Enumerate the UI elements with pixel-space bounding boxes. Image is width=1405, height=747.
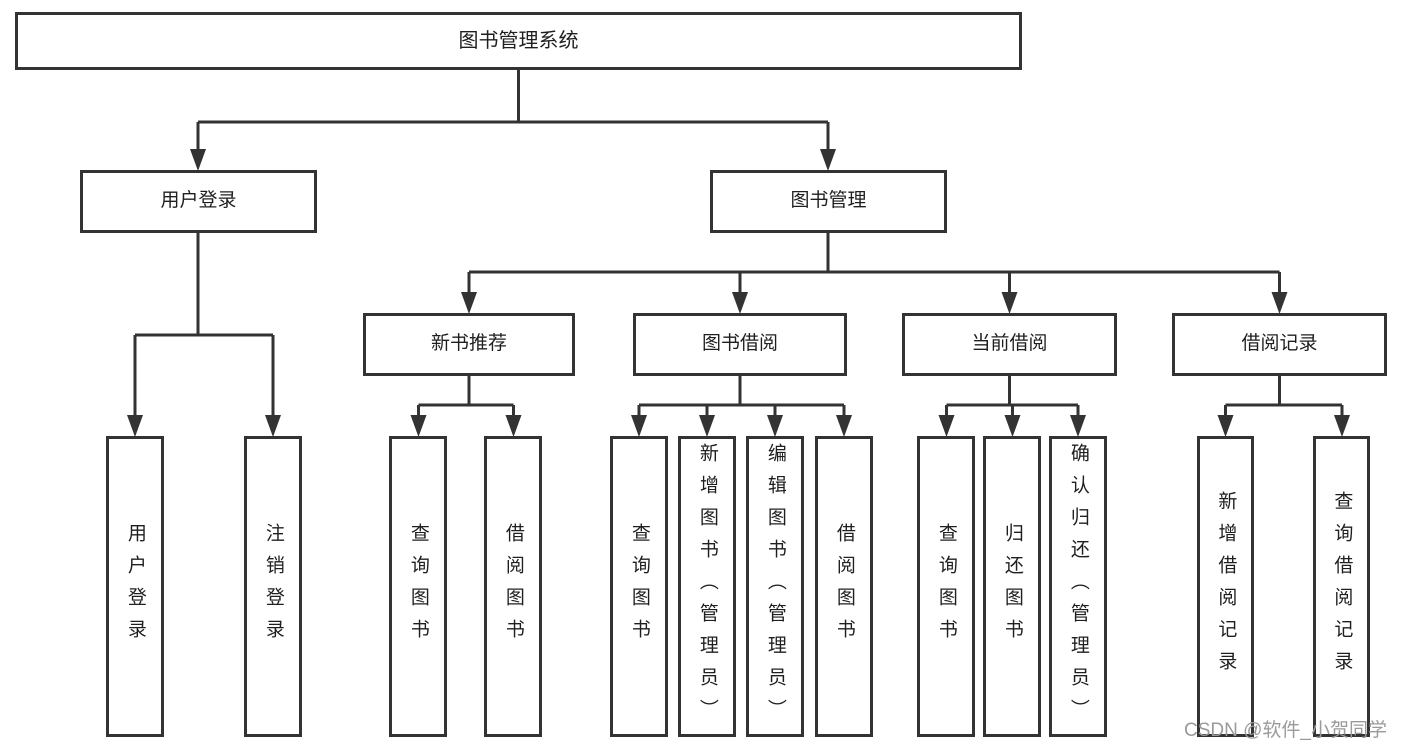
node-edit-books-admin: 编辑图书（管理员） (746, 436, 804, 737)
arrow-down-icon (1334, 415, 1350, 437)
node-label: 查询图书 (628, 522, 650, 651)
node-label: 查询图书 (935, 522, 957, 651)
node-add-borrow-record: 新增借阅记录 (1197, 436, 1254, 737)
arrow-down-icon (820, 149, 836, 171)
arrow-down-icon (410, 415, 427, 437)
arrow-down-icon (1070, 415, 1086, 437)
arrow-down-icon (505, 415, 522, 437)
node-label: 借阅图书 (502, 522, 524, 651)
node-label: 图书借阅 (701, 333, 778, 355)
node-label: 查询图书 (407, 522, 429, 651)
arrow-down-icon (767, 415, 783, 437)
arrow-down-icon (836, 415, 852, 437)
arrow-down-icon (631, 415, 647, 437)
node-label: 新书推荐 (430, 333, 507, 355)
node-new-book-recommend: 新书推荐 (363, 313, 575, 376)
node-label: 图书管理系统 (458, 30, 579, 52)
node-label: 注销登录 (262, 522, 284, 651)
arrow-down-icon (699, 415, 715, 437)
arrow-down-icon (190, 149, 206, 171)
node-borrow-books-under-recommend: 借阅图书 (484, 436, 542, 737)
node-book-management: 图书管理 (710, 170, 947, 233)
csdn-watermark: CSDN @软件_小贺同学 (1184, 720, 1387, 741)
node-label: 编辑图书（管理员） (764, 442, 786, 731)
node-add-books-admin: 新增图书（管理员） (678, 436, 736, 737)
node-current-borrowing: 当前借阅 (902, 313, 1117, 376)
node-label: 归还图书 (1001, 522, 1023, 651)
arrow-down-icon (127, 415, 143, 437)
node-user-login-action: 用户登录 (106, 436, 164, 737)
node-borrow-books-under-borrowing: 借阅图书 (815, 436, 873, 737)
node-logout-action: 注销登录 (244, 436, 302, 737)
node-label: 用户登录 (160, 190, 237, 212)
node-label: 确认归还（管理员） (1067, 442, 1089, 731)
node-label: 用户登录 (124, 522, 146, 651)
node-label: 新增图书（管理员） (696, 442, 718, 731)
node-borrowing-records: 借阅记录 (1172, 313, 1387, 376)
arrow-down-icon (1217, 415, 1234, 437)
arrow-down-icon (1271, 292, 1288, 314)
node-label: 图书管理 (790, 190, 867, 212)
arrow-down-icon (265, 415, 281, 437)
arrow-down-icon (1004, 415, 1021, 437)
arrow-down-icon (1001, 292, 1018, 314)
node-return-books: 归还图书 (983, 436, 1041, 737)
node-label: 当前借阅 (971, 333, 1048, 355)
node-query-books-under-borrowing: 查询图书 (610, 436, 668, 737)
node-query-books-under-current: 查询图书 (917, 436, 975, 737)
node-query-borrow-record: 查询借阅记录 (1313, 436, 1370, 737)
node-label: 借阅图书 (833, 522, 855, 651)
node-confirm-return-admin: 确认归还（管理员） (1049, 436, 1107, 737)
node-label: 查询借阅记录 (1331, 490, 1353, 683)
node-query-books-under-recommend: 查询图书 (389, 436, 447, 737)
arrow-down-icon (938, 415, 955, 437)
node-label: 借阅记录 (1241, 333, 1318, 355)
node-library-system: 图书管理系统 (15, 12, 1022, 70)
arrow-down-icon (461, 292, 477, 314)
node-book-borrowing: 图书借阅 (633, 313, 847, 376)
node-label: 新增借阅记录 (1215, 490, 1237, 683)
node-user-login: 用户登录 (80, 170, 317, 233)
arrow-down-icon (732, 292, 748, 314)
